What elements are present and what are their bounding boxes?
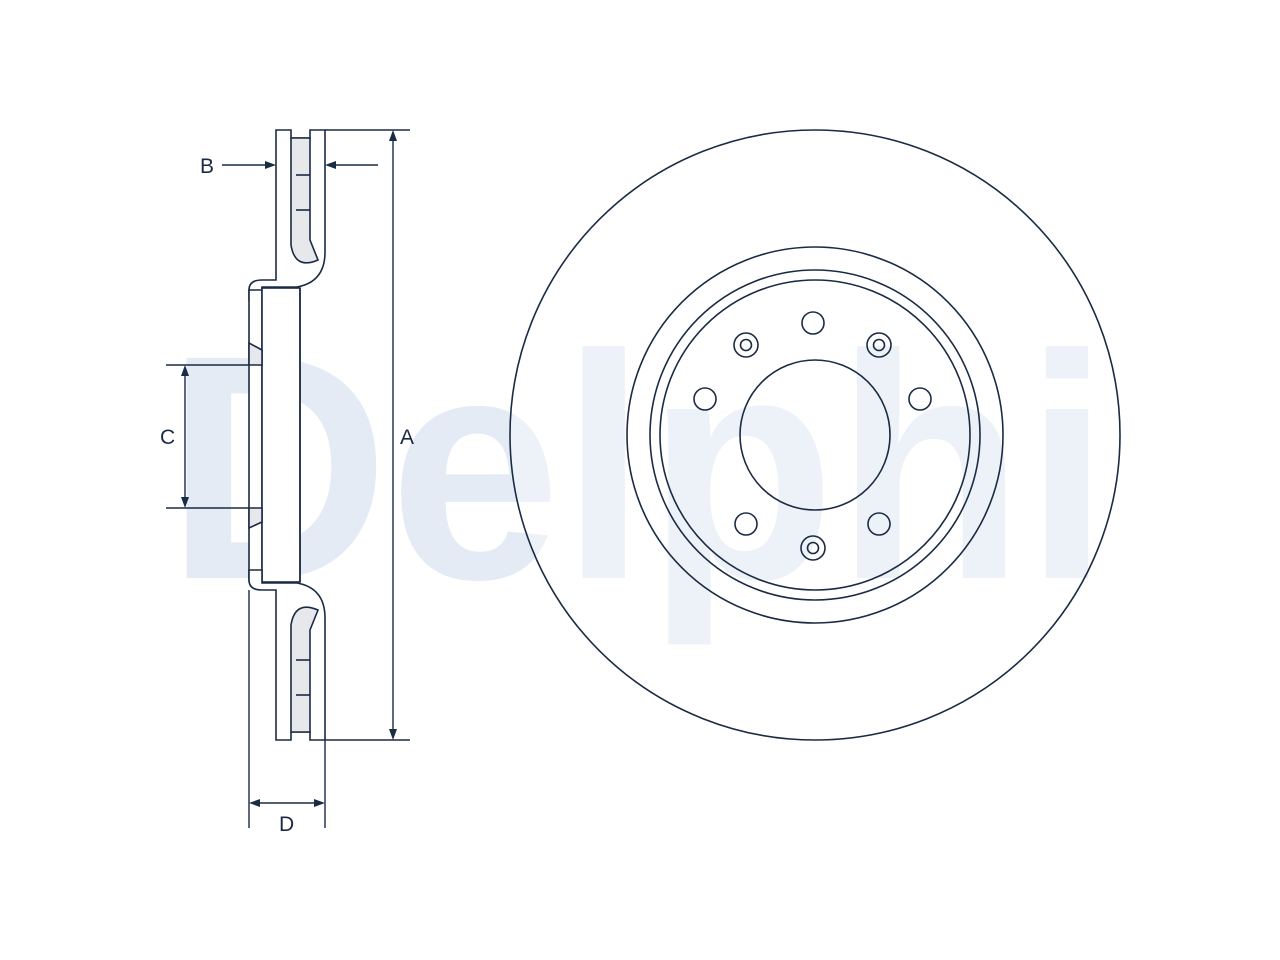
arrow-a-top (389, 130, 397, 141)
locating-hole-inner (739, 338, 753, 352)
upper-vane (290, 137, 320, 264)
arrow-b-right (325, 161, 336, 169)
dimension-label-b: B (200, 155, 215, 178)
stud-hole (693, 387, 717, 411)
hub-step-edge (659, 279, 971, 591)
locating-hole-inner (806, 541, 820, 555)
locating-hole-inner (872, 338, 886, 352)
hub-hat-face (261, 287, 301, 583)
stud-hole (908, 387, 932, 411)
arrow-c-bottom (181, 497, 189, 508)
lower-vane (290, 606, 320, 733)
arrow-a-bottom (389, 729, 397, 740)
locating-hole-outer (733, 332, 759, 358)
front-view (509, 129, 1121, 741)
dimension-label-a: A (400, 426, 415, 449)
center-bore (739, 359, 891, 511)
dimension-label-c: C (160, 426, 176, 449)
locating-hole-outer (800, 535, 826, 561)
dimension-lines (166, 129, 410, 828)
dimension-arrowheads (181, 130, 397, 807)
stud-hole (867, 512, 891, 536)
hub-outer-edge (649, 269, 981, 601)
stud-hole (801, 311, 825, 335)
hub-hat-profile (248, 289, 263, 581)
upper-ring-profile (248, 129, 326, 301)
disc-outer-edge (509, 129, 1121, 741)
locating-hole-outer (866, 332, 892, 358)
arrow-d-right (314, 799, 325, 807)
dimension-label-d: D (279, 813, 295, 836)
side-section-view (248, 129, 326, 741)
stud-hole (734, 512, 758, 536)
hub-lower-notch (248, 507, 263, 530)
watermark-logo: Delphi (166, 288, 1110, 648)
hub-upper-notch (248, 341, 263, 366)
arrow-d-left (249, 799, 260, 807)
arrow-b-left (265, 161, 276, 169)
arrow-c-top (181, 365, 189, 376)
friction-ring-inner-edge (626, 246, 1004, 624)
